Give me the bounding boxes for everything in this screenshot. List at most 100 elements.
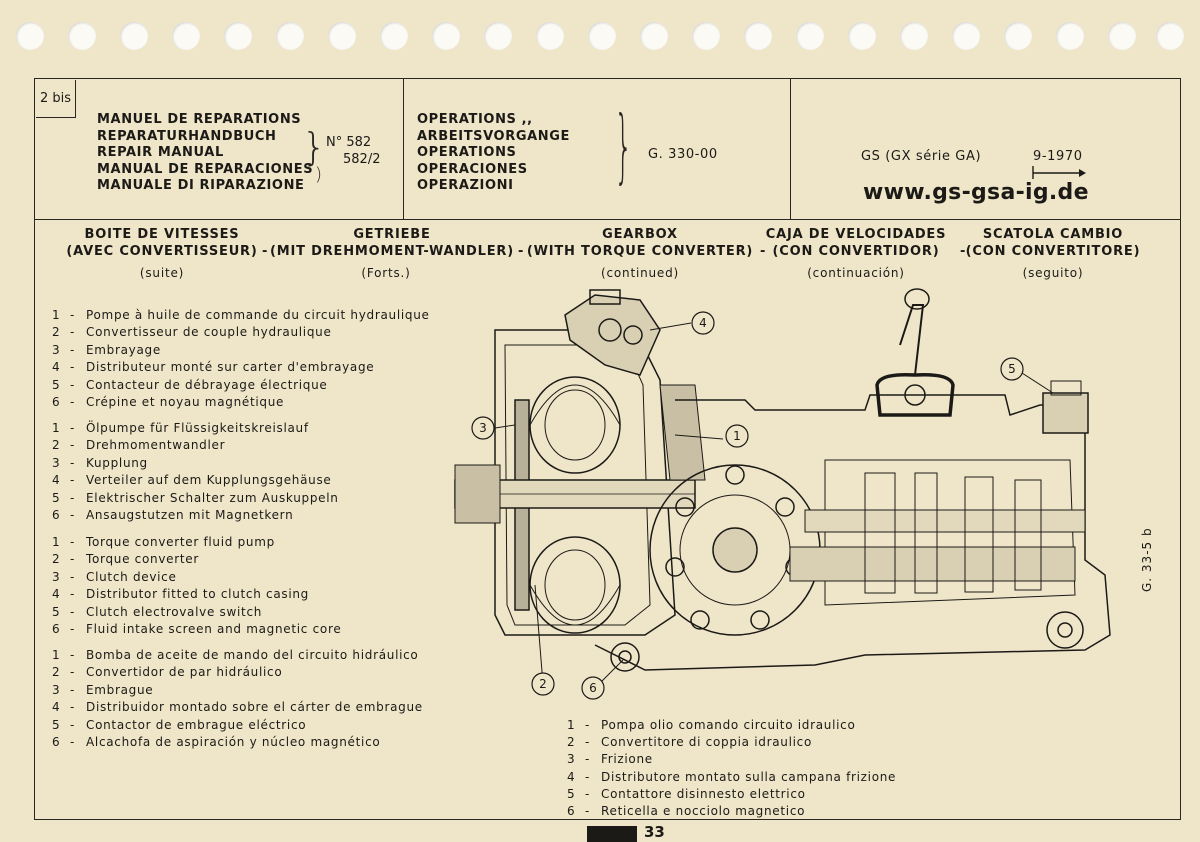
manual-title: MANUAL DE REPARACIONES xyxy=(97,161,314,177)
callout-2: 2 xyxy=(539,677,547,691)
date-label: 9-1970 xyxy=(1033,149,1083,164)
binder-hole xyxy=(120,22,148,50)
binder-hole xyxy=(744,22,772,50)
binder-hole xyxy=(172,22,200,50)
brace-mark: ) xyxy=(315,164,323,185)
title-separator: - xyxy=(518,244,524,259)
page-number: 33 xyxy=(644,823,665,841)
legend-fr: 1-Pompe à huile de commande du circuit h… xyxy=(52,308,430,412)
title-fr-line2: (AVEC CONVERTISSEUR) xyxy=(66,244,258,259)
binder-holes xyxy=(16,22,1186,52)
legend-row: 4-Verteiler auf dem Kupplungsgehäuse xyxy=(52,473,332,488)
title-en-sub: (continued) xyxy=(601,266,679,280)
binder-hole xyxy=(1156,22,1184,50)
legend-row: 5-Elektrischer Schalter zum Auskuppeln xyxy=(52,490,339,505)
operation-code: G. 330-00 xyxy=(648,147,718,162)
binder-hole xyxy=(1056,22,1084,50)
title-en-line1: GEARBOX xyxy=(602,227,678,242)
legend-row: 4-Distributore montato sulla campana fri… xyxy=(567,769,897,784)
legend-row: 4-Distribuidor montado sobre el cárter d… xyxy=(52,700,423,715)
legend-it: 1-Pompa olio comando circuito idraulico … xyxy=(567,718,896,821)
manual-number-sub: 582/2 xyxy=(343,152,381,167)
operations-list: OPERATIONS ,, ARBEITSVORGANGE OPERATIONS… xyxy=(417,112,570,195)
operations-label: OPERATIONS ,, xyxy=(417,112,533,127)
legend-row: 5-Clutch electrovalve switch xyxy=(52,604,263,619)
website-url: www.gs-gsa-ig.de xyxy=(863,180,1089,205)
manual-title-list: MANUEL DE REPARATIONS REPARATURHANDBUCH … xyxy=(97,112,313,195)
binder-hole xyxy=(224,22,252,50)
legend-row: 1-Bomba de aceite de mando del circuito … xyxy=(52,648,419,662)
legend-row: 6-Crépine et noyau magnétique xyxy=(52,394,285,409)
legend-row: 6-Ansaugstutzen mit Magnetkern xyxy=(52,507,294,522)
title-fr-line1: BOITE DE VITESSES xyxy=(84,227,240,242)
legend-en: 1-Torque converter fluid pump 2-Torque c… xyxy=(52,535,341,639)
legend-row: 5-Contactor de embrague eléctrico xyxy=(52,717,307,732)
legend-row: 1-Torque converter fluid pump xyxy=(52,535,275,549)
title-de-line1: GETRIEBE xyxy=(353,227,431,242)
header-column-divider xyxy=(790,78,791,219)
operations-label: OPERACIONES xyxy=(417,161,528,177)
callout-5: 5 xyxy=(1008,362,1016,376)
gearbox-diagram: 1 2 3 4 5 6 xyxy=(454,288,1111,700)
legend-row: 5-Contacteur de débrayage électrique xyxy=(52,377,328,392)
figure-reference: G. 33-5 b xyxy=(1140,527,1154,592)
page-frame xyxy=(34,78,1181,820)
legend-de: 1-Ölpumpe für Flüssigkeitskreislauf 2-Dr… xyxy=(52,421,339,525)
binder-hole xyxy=(1108,22,1136,50)
legend-row: 2-Drehmomentwandler xyxy=(52,438,226,453)
manual-title: MANUALE DI RIPARAZIONE xyxy=(97,178,305,194)
title-de-line2: (MIT DREHMOMENT-WANDLER) xyxy=(270,244,514,259)
binder-hole xyxy=(952,22,980,50)
binder-hole xyxy=(68,22,96,50)
title-en-line2: (WITH TORQUE CONVERTER) xyxy=(526,244,754,259)
title-separator: - xyxy=(262,244,268,259)
title-es-line1: CAJA DE VELOCIDADES xyxy=(765,227,947,242)
binder-hole xyxy=(692,22,720,50)
header-divider xyxy=(34,219,1181,220)
legend-row: 6-Fluid intake screen and magnetic core xyxy=(52,621,342,636)
legend-row: 4-Distributeur monté sur carter d'embray… xyxy=(52,360,375,375)
legend-row: 2-Convertitore di coppia idraulico xyxy=(567,735,812,750)
model-label: GS (GX série GA) xyxy=(861,149,982,164)
legend-row: 1-Pompa olio comando circuito idraulico xyxy=(567,718,856,732)
binder-hole xyxy=(276,22,304,50)
legend-row: 3-Frizione xyxy=(567,752,653,767)
binder-hole xyxy=(900,22,928,50)
binder-hole xyxy=(484,22,512,50)
legend-row: 2-Torque converter xyxy=(52,552,199,567)
legend-row: 3-Kupplung xyxy=(52,455,148,470)
legend-es: 1-Bomba de aceite de mando del circuito … xyxy=(52,648,423,752)
binder-hole xyxy=(16,22,44,50)
binder-hole xyxy=(848,22,876,50)
page-tab xyxy=(587,826,637,842)
callout-4: 4 xyxy=(699,316,707,330)
operations-label: ARBEITSVORGANGE xyxy=(417,128,570,144)
manual-title: REPAIR MANUAL xyxy=(97,145,224,161)
binder-hole xyxy=(640,22,668,50)
legend-row: 3-Embrague xyxy=(52,682,154,697)
binder-hole xyxy=(1004,22,1032,50)
binder-hole xyxy=(536,22,564,50)
binder-hole xyxy=(432,22,460,50)
section-badge: 2 bis xyxy=(36,80,76,118)
manual-title: REPARATURHANDBUCH xyxy=(97,128,277,144)
binder-hole xyxy=(328,22,356,50)
legend-row: 1-Ölpumpe für Flüssigkeitskreislauf xyxy=(52,421,309,435)
legend-row: 2-Convertisseur de couple hydraulique xyxy=(52,325,332,340)
manual-number: N° 582 xyxy=(326,135,372,150)
legend-row: 1-Pompe à huile de commande du circuit h… xyxy=(52,308,430,322)
title-fr-sub: (suite) xyxy=(139,266,185,280)
binder-hole xyxy=(796,22,824,50)
callout-3: 3 xyxy=(479,421,487,435)
title-es-sub: (continuación) xyxy=(807,266,905,280)
title-es-line2: (CON CONVERTIDOR) xyxy=(772,244,940,259)
brace-mark: } xyxy=(302,125,327,169)
callout-6: 6 xyxy=(589,681,597,695)
title-it-line2: (CON CONVERTITORE) xyxy=(965,244,1141,259)
legend-row: 4-Distributor fitted to clutch casing xyxy=(52,587,309,602)
arrow-icon xyxy=(1032,166,1086,179)
brace-mark: } xyxy=(614,99,633,192)
legend-row: 6-Reticella e nocciolo magnetico xyxy=(567,803,806,818)
title-separator: - xyxy=(960,244,966,259)
callout-1: 1 xyxy=(733,429,741,443)
